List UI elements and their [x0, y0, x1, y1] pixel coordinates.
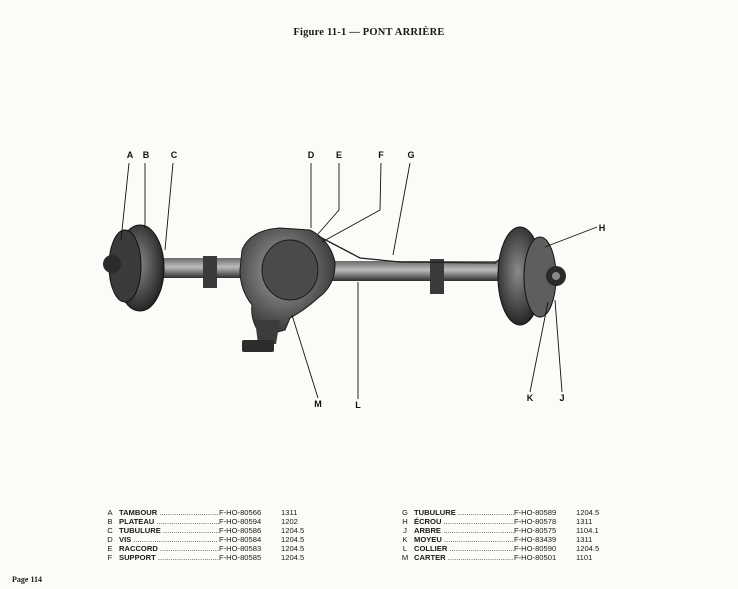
part-row: L COLLIERF-HO-80590 1204.5: [396, 544, 606, 553]
part-name-wrap: MOYEU: [414, 535, 514, 544]
part-row: K MOYEUF-HO-83439 1311: [396, 535, 606, 544]
spring-pad-right: [430, 259, 444, 294]
part-name-wrap: CARTER: [414, 553, 514, 562]
pinion-flange: [242, 340, 274, 352]
part-name: ÉCROU: [414, 517, 514, 526]
part-ref: F-HO-80578: [514, 517, 557, 527]
callout-e: E: [336, 150, 342, 160]
part-name: MOYEU: [414, 535, 514, 544]
part-letter: B: [107, 517, 113, 527]
part-row: D VISF-HO-80584 1204.5: [101, 535, 311, 544]
callout-h: H: [599, 223, 606, 233]
part-name: VIS: [119, 535, 218, 544]
part-letter: D: [107, 535, 113, 545]
callout-m: M: [314, 399, 322, 409]
part-ref: F-HO-80585: [219, 553, 262, 563]
part-ref: F-HO-80501: [514, 553, 557, 563]
hub-right-center: [552, 272, 560, 280]
pinion-nose: [255, 320, 280, 344]
part-name-wrap: ARBRE: [414, 526, 514, 535]
callout-f: F: [378, 150, 384, 160]
axle-tube-right: [320, 261, 510, 281]
part-code: 1204.5: [281, 553, 305, 563]
part-letter: A: [107, 508, 113, 517]
part-code: 1202: [281, 517, 298, 527]
part-ref: F-HO-80575: [514, 526, 557, 536]
callout-d: D: [308, 150, 315, 160]
part-name: TUBULURE: [414, 508, 514, 517]
part-name: RACCORD: [119, 544, 219, 553]
part-name: PLATEAU: [119, 517, 219, 526]
part-name-wrap: RACCORD: [119, 544, 219, 553]
part-code: 1311: [576, 535, 593, 545]
part-ref: F-HO-80566: [219, 508, 262, 517]
callout-g: G: [407, 150, 414, 160]
part-row: A TAMBOURF-HO-80566 1311: [101, 508, 311, 517]
callout-l: L: [355, 400, 361, 410]
part-ref: F-HO-80590: [514, 544, 557, 554]
part-name: SUPPORT: [119, 553, 219, 562]
part-name-wrap: VIS: [119, 535, 219, 544]
part-row: M CARTERF-HO-80501 1101: [396, 553, 606, 562]
page-number: Page 114: [12, 575, 42, 584]
part-row: C TUBULUREF-HO-80586 1204.5: [101, 526, 311, 535]
part-name: TUBULURE: [119, 526, 219, 535]
part-name: ARBRE: [414, 526, 514, 535]
part-name-wrap: PLATEAU: [119, 517, 219, 526]
part-row: F SUPPORTF-HO-80585 1204.5: [101, 553, 311, 562]
part-name-wrap: TAMBOUR: [119, 508, 219, 517]
hub-left: [103, 255, 121, 273]
spring-pad-left: [203, 256, 217, 288]
part-code: 1101: [576, 553, 593, 563]
part-code: 1104.1: [576, 526, 599, 536]
callout-k: K: [527, 393, 534, 403]
part-code: 1204.5: [281, 526, 305, 536]
part-letter: K: [402, 535, 408, 545]
callout-j: J: [559, 393, 564, 403]
part-code: 1204.5: [576, 544, 600, 554]
differential-cover: [261, 239, 319, 301]
parts-list-left: A TAMBOURF-HO-80566 1311 B PLATEAUF-HO-8059…: [101, 508, 311, 563]
part-ref: F-HO-80584: [219, 535, 262, 545]
part-code: 1311: [576, 517, 593, 527]
part-name: TAMBOUR: [119, 508, 219, 517]
part-row: B PLATEAUF-HO-80594 1202: [101, 517, 311, 526]
part-ref: F-HO-80594: [219, 517, 262, 527]
part-ref: F-HO-80583: [219, 544, 262, 554]
part-name-wrap: TUBULURE: [414, 508, 514, 517]
part-name: COLLIER: [414, 544, 514, 553]
part-letter: C: [107, 526, 113, 536]
part-code: 1204.5: [281, 535, 305, 545]
part-ref: F-HO-83439: [514, 535, 557, 545]
part-row: G TUBULUREF-HO-80589 1204.5: [396, 508, 606, 517]
part-letter: H: [402, 517, 408, 527]
part-ref: F-HO-80586: [219, 526, 262, 536]
part-code: 1311: [281, 508, 298, 517]
part-name-wrap: COLLIER: [414, 544, 514, 553]
part-name: CARTER: [414, 553, 514, 562]
part-ref: F-HO-80589: [514, 508, 557, 517]
callout-b: B: [143, 150, 150, 160]
part-letter: J: [403, 526, 407, 536]
brake-pipe: [317, 235, 511, 264]
part-name-wrap: SUPPORT: [119, 553, 219, 562]
part-letter: F: [107, 553, 113, 563]
part-code: 1204.5: [576, 508, 600, 517]
part-name-wrap: TUBULURE: [119, 526, 219, 535]
part-row: E RACCORDF-HO-80583 1204.5: [101, 544, 311, 553]
callout-c: C: [171, 150, 178, 160]
callout-a: A: [127, 150, 134, 160]
figure-title: Figure 11-1 — PONT ARRIÈRE: [293, 27, 445, 38]
leader-lines: [120, 162, 598, 399]
part-letter: G: [402, 508, 408, 517]
part-row: H ÉCROUF-HO-80578 1311: [396, 517, 606, 526]
part-letter: E: [107, 544, 113, 554]
part-letter: L: [402, 544, 408, 554]
part-code: 1204.5: [281, 544, 305, 554]
part-row: J ARBREF-HO-80575 1104.1: [396, 526, 606, 535]
part-letter: M: [401, 553, 409, 563]
part-name-wrap: ÉCROU: [414, 517, 514, 526]
